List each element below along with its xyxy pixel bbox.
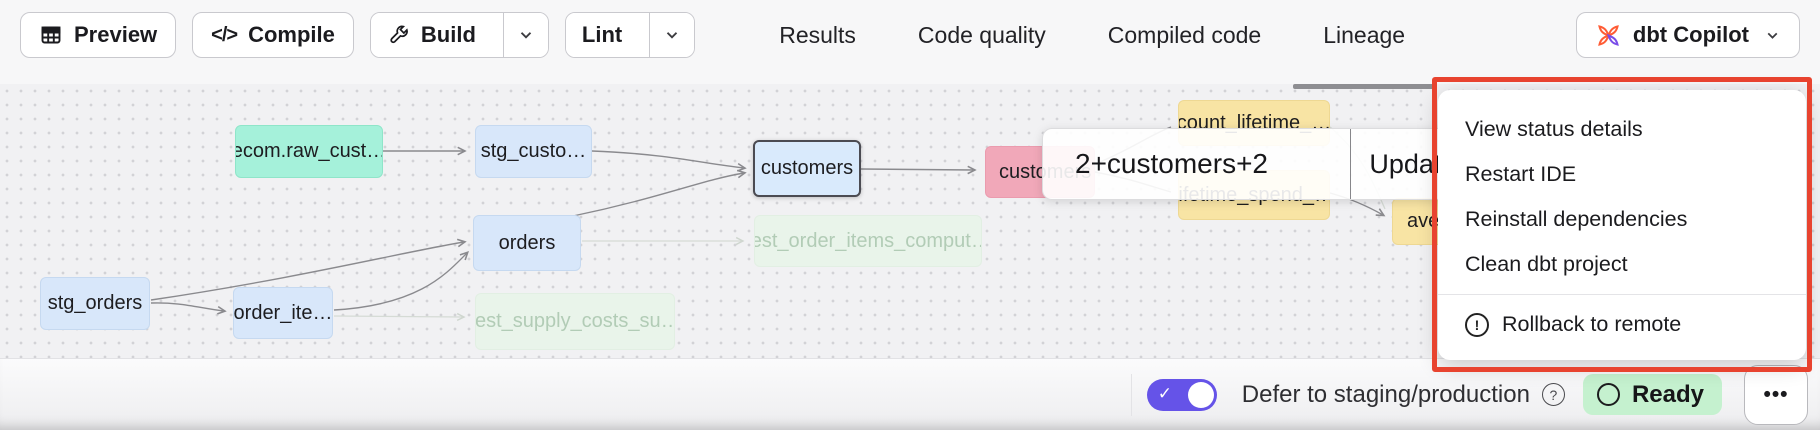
- menu-item-label: Rollback to remote: [1502, 312, 1682, 336]
- lineage-node-selected[interactable]: customers: [753, 140, 861, 197]
- dbt-copilot-button[interactable]: dbt Copilot: [1575, 12, 1800, 58]
- ready-status-badge[interactable]: Ready: [1582, 374, 1722, 415]
- selector-divider: [1350, 129, 1352, 199]
- status-bar: ✓ Defer to staging/production ? Ready ••…: [0, 358, 1820, 430]
- table-icon: [39, 23, 63, 47]
- lint-label: Lint: [581, 22, 623, 47]
- menu-item-view-status-details[interactable]: View status details: [1438, 107, 1806, 152]
- tab-lineage[interactable]: Lineage: [1293, 12, 1435, 89]
- lint-button[interactable]: Lint: [565, 13, 639, 57]
- menu-item-rollback-to-remote[interactable]: ! Rollback to remote: [1438, 302, 1806, 347]
- node-label: test_order_items_comput…: [754, 229, 982, 252]
- menu-item-clean-dbt-project[interactable]: Clean dbt project: [1438, 242, 1806, 287]
- tab-compiled-code[interactable]: Compiled code: [1106, 12, 1263, 58]
- tab-label: Code quality: [917, 21, 1046, 48]
- toolbar: Preview </> Compile Build: [0, 0, 1820, 89]
- node-label: orders: [498, 231, 556, 254]
- lint-split-button: Lint: [564, 12, 696, 58]
- copilot-label: dbt Copilot: [1632, 22, 1749, 47]
- lineage-node-model[interactable]: orders: [473, 215, 581, 271]
- lineage-node-model[interactable]: stg_custo…: [475, 125, 592, 178]
- node-label: ave: [1407, 210, 1440, 232]
- tab-label: Results: [779, 21, 856, 48]
- run-button-group: Preview </> Compile Build: [20, 12, 696, 58]
- statusbar-divider: [1130, 373, 1132, 416]
- lint-dropdown-button[interactable]: [649, 13, 695, 57]
- tab-code-quality[interactable]: Code quality: [916, 12, 1048, 58]
- preview-button[interactable]: Preview: [20, 12, 177, 58]
- node-label: stg_custo…: [480, 140, 587, 162]
- build-label: Build: [420, 22, 476, 47]
- lineage-selector-input[interactable]: 2+customers+2: [1075, 148, 1268, 179]
- status-circle-icon: [1596, 383, 1620, 406]
- tab-results[interactable]: Results: [777, 12, 858, 58]
- menu-item-label: Restart IDE: [1465, 162, 1577, 186]
- help-icon[interactable]: ?: [1541, 383, 1565, 406]
- tab-label: Compiled code: [1107, 21, 1262, 48]
- node-label: test_supply_costs_su…: [475, 310, 675, 332]
- build-split-button: Build: [369, 12, 549, 58]
- dbt-logo-icon: [1595, 22, 1622, 49]
- lineage-node-model[interactable]: stg_orders: [40, 277, 150, 330]
- build-button[interactable]: Build: [370, 13, 492, 57]
- compile-label: Compile: [248, 22, 335, 47]
- toggle-knob: [1187, 381, 1214, 408]
- compile-button[interactable]: </> Compile: [192, 12, 354, 58]
- lineage-edges: [150, 126, 1386, 358]
- defer-toggle[interactable]: ✓: [1146, 378, 1217, 411]
- menu-item-label: Clean dbt project: [1465, 252, 1628, 276]
- check-icon: ✓: [1157, 383, 1173, 403]
- node-label: ecom.raw_cust…: [235, 140, 383, 162]
- preview-label: Preview: [74, 22, 158, 47]
- result-tabs: Results Code quality Compiled code Linea…: [777, 12, 1435, 89]
- chevron-down-icon: [1764, 27, 1781, 44]
- menu-item-reinstall-dependencies[interactable]: Reinstall dependencies: [1438, 197, 1806, 242]
- build-dropdown-button[interactable]: [502, 13, 548, 57]
- wrench-icon: [387, 24, 410, 47]
- chevron-down-icon: [663, 26, 681, 44]
- ready-label: Ready: [1631, 380, 1704, 408]
- menu-item-restart-ide[interactable]: Restart IDE: [1438, 152, 1806, 197]
- menu-item-label: View status details: [1465, 117, 1643, 141]
- menu-item-label: Reinstall dependencies: [1465, 207, 1688, 231]
- warning-circle-icon: !: [1465, 312, 1489, 337]
- lineage-node-source[interactable]: ecom.raw_cust…: [235, 125, 383, 178]
- lineage-node-test[interactable]: test_order_items_comput…: [754, 215, 982, 267]
- code-icon: </>: [211, 23, 238, 46]
- tab-label: Lineage: [1323, 21, 1406, 48]
- node-label: customers: [760, 157, 854, 179]
- menu-divider: [1438, 294, 1806, 295]
- node-label: order_ite…: [233, 301, 333, 324]
- status-dropdown-menu: View status details Restart IDE Reinstal…: [1438, 90, 1806, 360]
- defer-label: Defer to staging/production: [1241, 380, 1530, 408]
- lineage-node-test[interactable]: test_supply_costs_su…: [475, 293, 675, 350]
- node-label: stg_orders: [47, 292, 143, 314]
- lineage-node-model[interactable]: order_ite…: [233, 287, 333, 339]
- more-options-button[interactable]: •••: [1744, 364, 1808, 425]
- chevron-down-icon: [517, 26, 535, 44]
